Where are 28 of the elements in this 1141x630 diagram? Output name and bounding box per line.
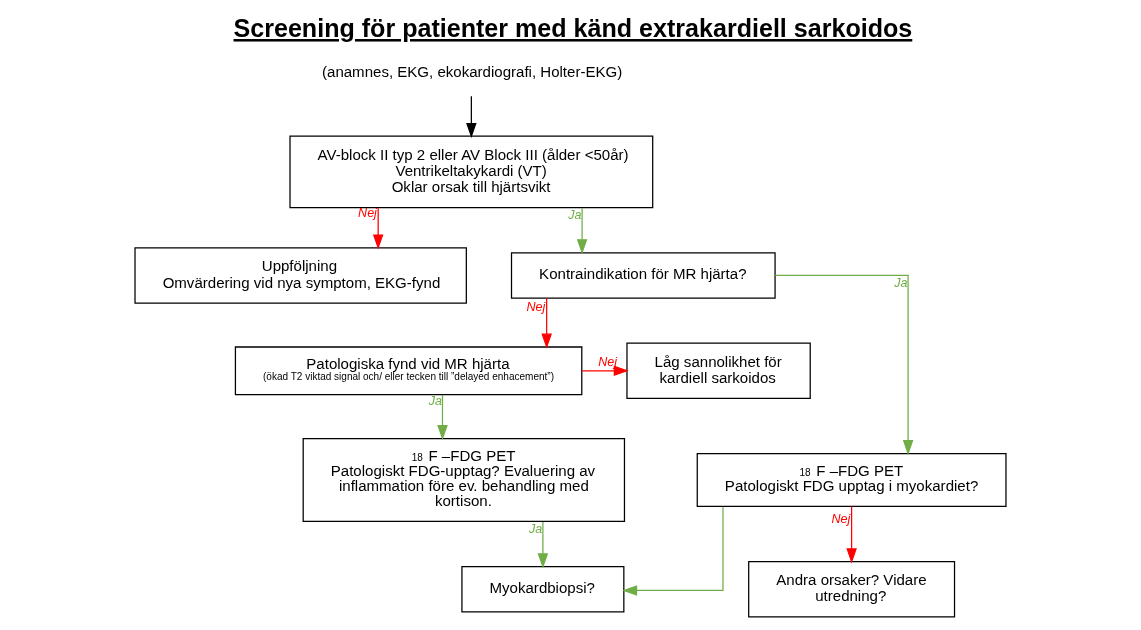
arrow	[581, 365, 629, 377]
node-box: AV-block II typ 2 eller AV Block III (ålder <50år) Ventrikeltakykardi (VT) Oklar orsak till hjärtsvikt	[289, 135, 654, 209]
diagram-title: Screening för patienter med känd extrakardiell sarkoidos	[233, 14, 913, 43]
node-box: 18 F –FDG PET Patologiskt FDG upptag i myokardiet?	[696, 453, 1007, 507]
node-box: Kontraindikation för MR hjärta?	[510, 252, 776, 299]
arrow	[537, 521, 549, 569]
arrow	[846, 505, 857, 564]
edge-label: Ja	[568, 207, 582, 222]
node-box: Uppföljning Omvärdering vid nya symptom, EKG-fynd	[134, 247, 467, 304]
edge-label: Nej	[598, 354, 618, 369]
node-box: Myokardbiopsi?	[461, 566, 625, 613]
arrow	[576, 207, 588, 255]
node-box: Andra orsaker? Vidare utredning?	[748, 560, 956, 618]
node-box: 18 F –FDG PET Patologiskt FDG-upptag? Evaluering av inflammation före ev. behandling med kortison.	[302, 438, 626, 523]
node-box: Låg sannolikhet för kardiell sarkoidos	[626, 342, 811, 400]
arrow	[541, 297, 552, 349]
node-box: Patologiska fynd vid MR hjärta (ökad T2 viktad signal och/ eller tecken till ”delayed enhacement”)	[234, 346, 583, 396]
edge-label: Ja	[894, 275, 908, 290]
node-text: (anamnes, EKG, ekokardiografi, Holter-EKG)	[322, 63, 623, 81]
edge-label: Nej	[831, 511, 851, 526]
edge-label: Ja	[428, 394, 442, 409]
arrow	[437, 394, 448, 441]
edge-label: Ja	[529, 521, 543, 536]
arrow	[774, 274, 914, 456]
edge-label: Nej	[526, 300, 546, 315]
arrow	[622, 506, 724, 596]
arrow	[372, 207, 384, 250]
arrow	[466, 95, 477, 138]
